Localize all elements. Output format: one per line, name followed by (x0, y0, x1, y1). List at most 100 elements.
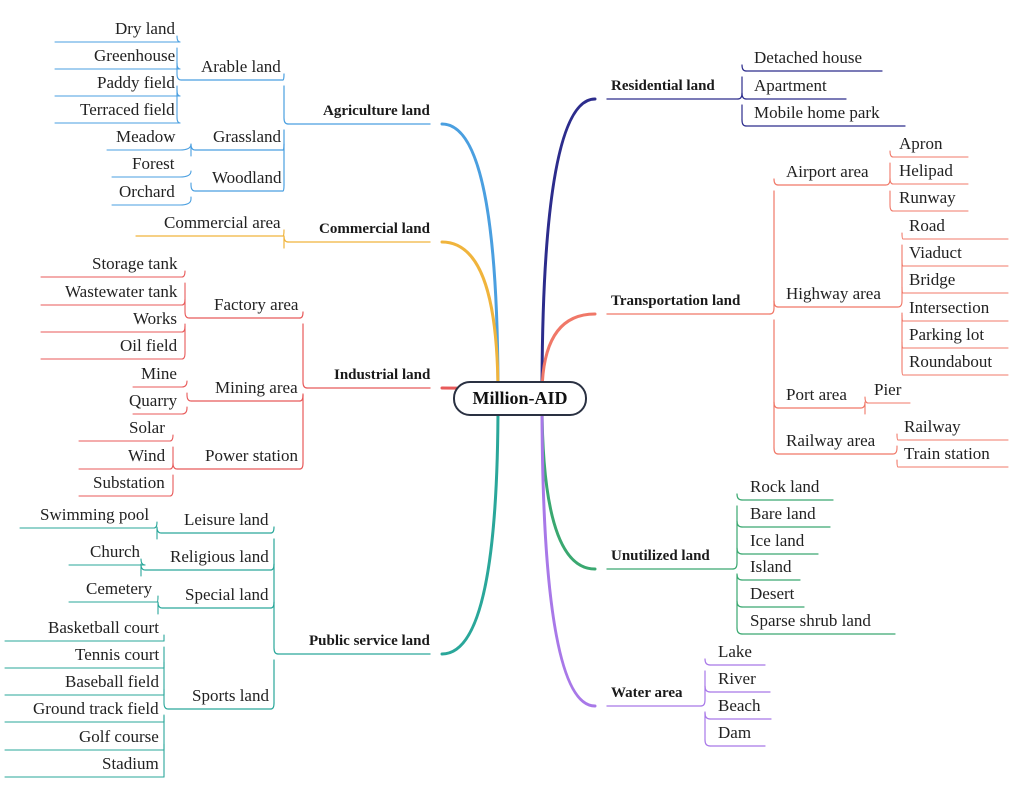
connector-desert (736, 600, 743, 608)
node-bare-land: Bare land (750, 504, 816, 523)
connector-detached-house (741, 64, 747, 72)
node-lake: Lake (718, 642, 752, 661)
connector-sparse-shrub-land (736, 627, 743, 635)
node-woodland: Woodland (212, 168, 282, 187)
bracket-water-area (700, 670, 706, 741)
leaf-storage-tank: Storage tank (92, 254, 178, 273)
leaf-paddy-field: Paddy field (97, 73, 175, 92)
leaf-quarry: Quarry (129, 391, 178, 410)
node-leisure-land: Leisure land (184, 510, 269, 529)
branch-water-area: Water area (611, 685, 683, 701)
connector-forest (179, 170, 192, 178)
connector-ice-land (736, 547, 743, 555)
connector-railway-area (773, 447, 779, 455)
bracket-leisure-land (156, 526, 162, 540)
node-sports-land: Sports land (192, 686, 269, 705)
leaf-orchard: Orchard (119, 182, 175, 201)
connector-mine (181, 380, 188, 388)
leaf-greenhouse: Greenhouse (94, 46, 176, 65)
node-airport-area: Airport area (786, 162, 869, 181)
bracket-sports-land (163, 646, 169, 772)
leaf-ground-track-field: Ground track field (33, 699, 159, 718)
connector-mobile-home-park (741, 119, 747, 127)
node-railway-area: Railway area (786, 431, 876, 450)
leaf-apron: Apron (899, 134, 943, 153)
node-commercial-area: Commercial area (164, 213, 281, 232)
bracket-highway-area (897, 244, 903, 370)
node-religious-land: Religious land (170, 547, 269, 566)
bracket-port-area (860, 401, 866, 415)
leaf-church: Church (90, 542, 141, 561)
leaf-tennis-court: Tennis court (75, 645, 160, 664)
connector-island (736, 573, 743, 581)
leaf-cemetery: Cemetery (86, 579, 153, 598)
leaf-swimming-pool: Swimming pool (40, 505, 150, 524)
leaf-basketball-court: Basketball court (48, 618, 159, 637)
node-grassland: Grassland (213, 127, 281, 146)
connector-highway-area (773, 300, 779, 308)
node-factory-area: Factory area (214, 295, 299, 314)
bracket-public-service-land (273, 538, 279, 704)
leaf-dry-land: Dry land (115, 19, 175, 38)
branch-agriculture-land: Agriculture land (323, 103, 430, 119)
branch-commercial-land: Commercial land (319, 221, 430, 237)
branch-transportation-land: Transportation land (611, 293, 741, 309)
node-arable-land: Arable land (201, 57, 281, 76)
bracket-agriculture-land (283, 85, 289, 186)
node-power-station: Power station (205, 446, 299, 465)
leaf-works: Works (133, 309, 177, 328)
connector-river (704, 685, 711, 693)
node-ice-land: Ice land (750, 531, 805, 550)
branch-public-service-land: Public service land (309, 633, 430, 649)
node-special-land: Special land (185, 585, 269, 604)
leaf-baseball-field: Baseball field (65, 672, 159, 691)
connector-beach (704, 712, 711, 720)
leaf-wind: Wind (128, 446, 166, 465)
leaf-runway: Runway (899, 188, 956, 207)
leaf-oil-field: Oil field (120, 336, 178, 355)
connector-airport-area (773, 178, 779, 186)
branch-residential-land: Residential land (611, 78, 715, 94)
leaf-wastewater-tank: Wastewater tank (65, 282, 178, 301)
bracket-transportation-land (769, 190, 775, 449)
leaf-viaduct: Viaduct (909, 243, 962, 262)
leaf-meadow: Meadow (116, 127, 176, 146)
root-node: Million-AID (453, 381, 587, 416)
bracket-religious-land (140, 563, 146, 577)
leaf-intersection: Intersection (909, 298, 990, 317)
leaf-parking-lot: Parking lot (909, 325, 985, 344)
branch-industrial-land: Industrial land (334, 367, 431, 383)
connector-bare-land (736, 520, 743, 528)
bracket-commercial-land (283, 235, 289, 249)
node-port-area: Port area (786, 385, 847, 404)
leaf-substation: Substation (93, 473, 165, 492)
node-island: Island (750, 557, 792, 576)
leaf-helipad: Helipad (899, 161, 953, 180)
bracket-industrial-land (302, 323, 308, 464)
connector-residential-land (540, 97, 597, 397)
leaf-roundabout: Roundabout (909, 352, 993, 371)
leaf-train-station: Train station (904, 444, 990, 463)
connector-orchard (179, 198, 192, 206)
connector-port-area (773, 401, 779, 409)
leaf-stadium: Stadium (102, 754, 159, 773)
connector-dam (704, 739, 711, 747)
node-river: River (718, 669, 756, 688)
node-mining-area: Mining area (215, 378, 298, 397)
connector-water-area (540, 400, 597, 708)
connector-meadow (179, 143, 192, 151)
connector-quarry (181, 407, 188, 415)
leaf-terraced-field: Terraced field (80, 100, 175, 119)
branch-unutilized-land: Unutilized land (611, 548, 710, 564)
leaf-golf-course: Golf course (79, 727, 159, 746)
connector-apartment (741, 92, 747, 100)
leaf-railway: Railway (904, 417, 961, 436)
connector-rock-land (736, 493, 743, 501)
leaf-bridge: Bridge (909, 270, 956, 289)
node-rock-land: Rock land (750, 477, 820, 496)
leaf-pier: Pier (874, 380, 902, 399)
node-mobile-home-park: Mobile home park (754, 103, 880, 122)
bracket-special-land (157, 601, 163, 615)
